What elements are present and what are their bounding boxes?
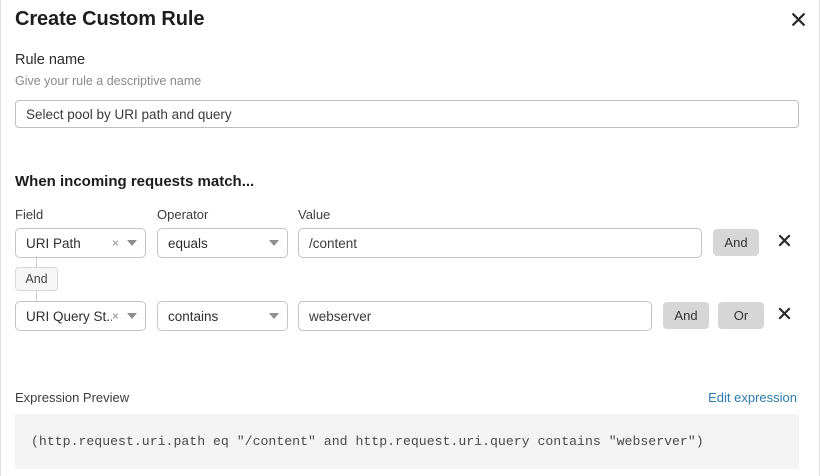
operator-select-row-1-value: equals	[168, 235, 208, 251]
operator-select-row-2[interactable]: contains	[157, 301, 288, 331]
rule-name-input[interactable]	[15, 100, 799, 128]
close-icon	[778, 307, 791, 323]
delete-row-2-button[interactable]	[772, 303, 796, 327]
edit-expression-link[interactable]: Edit expression	[708, 390, 797, 405]
condition-row: URI Path × equals And	[1, 228, 819, 258]
chevron-down-icon	[127, 313, 137, 319]
and-button-row-2[interactable]: And	[663, 302, 709, 329]
clear-icon[interactable]: ×	[111, 236, 119, 250]
and-button-row-1[interactable]: And	[713, 229, 759, 256]
field-select-row-2[interactable]: URI Query St... ×	[15, 301, 146, 331]
value-input-row-1[interactable]	[298, 228, 702, 258]
field-select-row-2-value: URI Query St...	[26, 308, 112, 324]
close-modal-button[interactable]	[785, 6, 811, 32]
rule-name-hint: Give your rule a descriptive name	[15, 74, 202, 88]
rule-name-label: Rule name	[15, 52, 86, 68]
field-select-row-1-value: URI Path	[26, 235, 81, 251]
chevron-down-icon	[127, 240, 137, 246]
clear-icon[interactable]: ×	[111, 309, 119, 323]
row-connector: And	[15, 256, 71, 302]
operator-select-row-1[interactable]: equals	[157, 228, 288, 258]
value-input-row-2[interactable]	[298, 301, 652, 331]
close-icon	[791, 12, 806, 27]
close-icon	[778, 234, 791, 250]
chevron-down-icon	[269, 240, 279, 246]
column-header-value: Value	[298, 207, 331, 222]
expression-preview-box: (http.request.uri.path eq "/content" and…	[15, 414, 799, 469]
match-section-heading: When incoming requests match...	[15, 173, 255, 190]
column-header-operator: Operator	[157, 207, 209, 222]
chevron-down-icon	[269, 313, 279, 319]
or-button-row-2[interactable]: Or	[718, 302, 764, 329]
operator-select-row-2-value: contains	[168, 308, 219, 324]
connector-and-chip[interactable]: And	[15, 267, 58, 291]
page-title: Create Custom Rule	[15, 8, 205, 30]
column-header-field: Field	[15, 207, 44, 222]
expression-preview-text: (http.request.uri.path eq "/content" and…	[31, 434, 704, 449]
condition-row: URI Query St... × contains And Or	[1, 301, 819, 331]
delete-row-1-button[interactable]	[772, 230, 796, 254]
field-select-row-1[interactable]: URI Path ×	[15, 228, 146, 258]
expression-preview-label: Expression Preview	[15, 390, 130, 405]
